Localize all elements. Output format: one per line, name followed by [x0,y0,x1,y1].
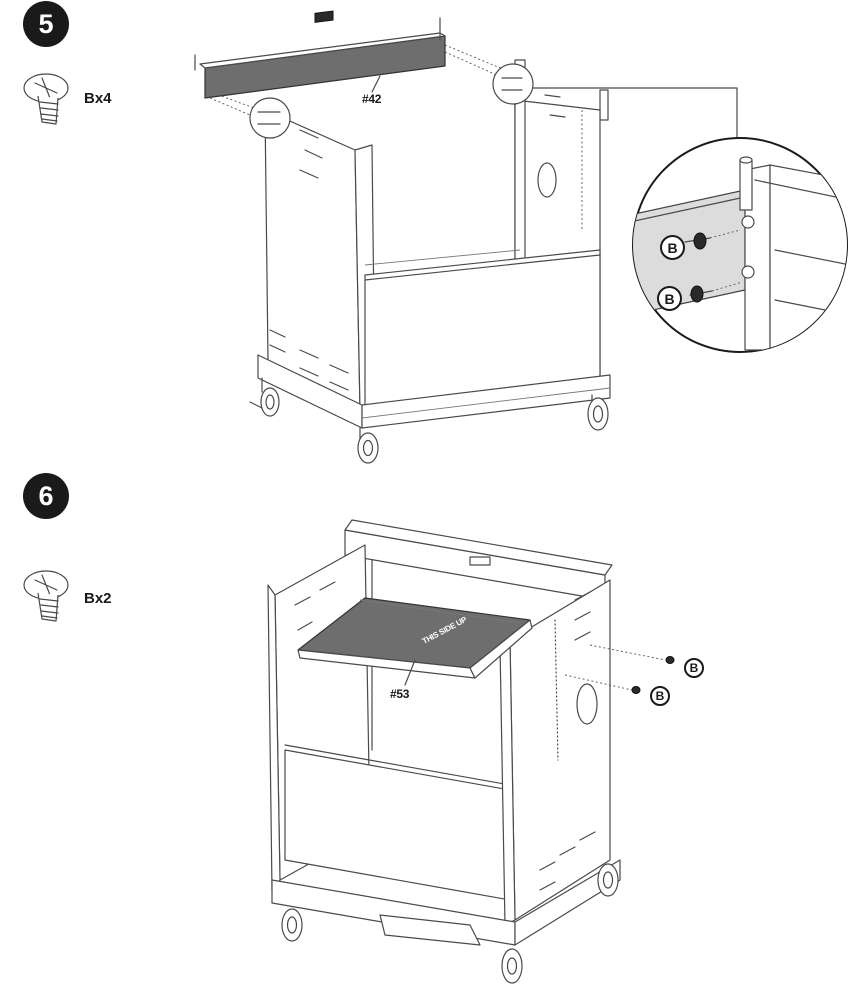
step-6-callout-b-lower: B [650,686,670,706]
step-6-number-badge: 6 [23,473,69,519]
step-5-callout-b-lower: B [657,286,682,311]
step-6-callout-b-upper: B [684,658,704,678]
step-5-callout-b-upper: B [660,235,685,260]
step-5-part-label: #42 [362,92,382,106]
step-5-number-badge: 5 [23,1,69,47]
step-5-hardware-quantity: Bx4 [84,90,112,107]
step-6-hardware-quantity: Bx2 [84,590,112,607]
step-6-part-label: #53 [390,687,410,701]
